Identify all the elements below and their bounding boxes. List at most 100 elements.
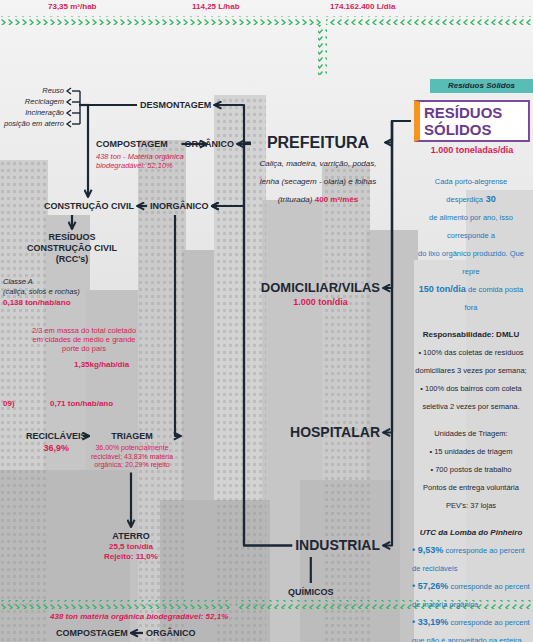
text-line: • 9,53%corresponde ao percent (412, 539, 530, 557)
text-line: Responsabilidade: DMLU (412, 323, 530, 341)
note-text: posição em aterro (4, 119, 64, 129)
node-note: 1.000 toneladas/dia (414, 145, 530, 156)
note-text: 0,71 ton/hab/ano (50, 399, 113, 409)
note-text: • 15 unidades de triagem (429, 447, 512, 456)
note-text: Unidades de Triagem: (434, 429, 507, 438)
flow-node: INORGÂNICO (150, 200, 209, 212)
note-text: 2/3 em massa do total coletado em cidade… (28, 326, 140, 353)
text-line: UTC da Lomba do Pinheiro (412, 521, 530, 539)
flow-arrow (137, 205, 147, 207)
node-title: RESÍDUOS CONSTRUÇÃO CIVIL (RCC's) (24, 232, 120, 265)
note-text: 73,35 m³/hab (48, 2, 96, 12)
text-line: do lixo orgânico produzido. Que repre (412, 242, 530, 278)
note-text: (caliça, solos e rochas) (3, 287, 80, 297)
flow-arrow (71, 215, 73, 229)
text-line: de alimento por ano, isso corresponde a (412, 206, 530, 242)
note-text: de comida posta fora (465, 285, 524, 312)
node-note: 25,5 ton/dia (91, 542, 171, 552)
info-panel: UTC da Lomba do Pinheiro• 9,53%correspon… (412, 521, 530, 642)
note-text: Pontos de entrega voluntária (423, 483, 519, 492)
flow-node: CONSTRUÇÃO CIVIL (44, 200, 134, 212)
node-title: INORGÂNICO (150, 200, 209, 212)
flow-node: QUÍMICOS (288, 586, 334, 598)
text-line: Pontos de entrega voluntária (412, 476, 530, 494)
flow-arrow (310, 557, 312, 583)
text-line: • 33,19%corresponde ao percent (412, 611, 530, 629)
flow-node: COMPOSTAGEM (56, 627, 128, 639)
node-title: QUÍMICOS (288, 586, 334, 598)
note-text: 30 (486, 194, 496, 204)
note-text: 150 ton/dia (419, 284, 466, 294)
note-text: Cada porto-alegrense desperdiça (435, 177, 508, 204)
flow-arrow (131, 632, 143, 634)
note-text: Responsabilidade: DMLU (423, 330, 519, 339)
note-text: • 57,26% (412, 581, 448, 591)
flow-arrow (383, 121, 411, 288)
node-note: Rejeito: 11,0% (91, 552, 171, 562)
flow-arrow (88, 105, 137, 197)
note-text: 174.162.400 L/dia (330, 2, 395, 12)
note-text: Incineração (25, 108, 64, 118)
flow-node: DESMONTAGEM (140, 99, 211, 111)
note-text: que não é aproveitado na esteira (rejeit… (412, 636, 530, 642)
flow-node: INDUSTRIAL (295, 537, 380, 554)
info-panel: Cada porto-alegrense desperdiça30 de alim… (412, 170, 530, 314)
node-title: DOMICILIAR/VILAS (261, 280, 380, 296)
node-title: HOSPITALAR (290, 424, 380, 441)
node-title: ATERRO (91, 530, 171, 542)
text-line: • 57,26%corresponde ao percent (412, 575, 530, 593)
note-text: corresponde ao percent (450, 582, 529, 591)
text-line: de matéria orgânica (412, 593, 530, 611)
flow-arrow (385, 121, 411, 143)
node-title: TRIAGEM (86, 430, 178, 442)
flow-node: RESÍDUOS SÓLIDOS 1.000 toneladas/dia (414, 100, 530, 156)
text-line: PEV's: 37 lojas (412, 494, 530, 512)
flow-node: RESÍDUOS CONSTRUÇÃO CIVIL (RCC's) (24, 232, 120, 265)
note-text: de recicláveis (412, 564, 457, 573)
note-text: de alimento por ano, isso corresponde a (429, 213, 513, 240)
flow-arrow (383, 121, 411, 433)
note-text: 1,35kg/hab/dia (74, 360, 129, 370)
note-text: • 9,53% (412, 545, 443, 555)
flow-arrow (130, 473, 132, 528)
text-line: Unidades de Triagem: (412, 422, 530, 440)
node-title: PREFEITURA (254, 133, 382, 152)
text-line: • 700 postos de trabalho (412, 458, 530, 476)
note-text: 0,138 ton/hab/ano (3, 298, 71, 308)
node-title: DESMONTAGEM (140, 99, 211, 111)
node-note: 1.000 ton/dia (261, 297, 380, 308)
node-title: CONSTRUÇÃO CIVIL (44, 200, 134, 212)
node-title: RESÍDUOS SÓLIDOS (414, 100, 530, 142)
note-text: PEV's: 37 lojas (446, 501, 496, 510)
note-text: 438 ton matéria orgânica biodegradável: … (50, 612, 228, 622)
flow-node: DOMICILIAR/VILAS1.000 ton/dia (261, 280, 380, 308)
text-line: de recicláveis (412, 557, 530, 575)
flow-node: TRIAGEM36,00% potencialmente reciclável;… (86, 430, 178, 470)
node-title: Resíduos Sólidos (433, 81, 530, 91)
flow-node: PREFEITURACaliça, madeira, varrição, pod… (254, 133, 382, 206)
flow-node: ATERRO25,5 ton/diaRejeito: 11,0% (91, 530, 171, 562)
text-line: 150 ton/diade comida posta fora (412, 278, 530, 314)
node-note: 438 ton - Matéria orgânica biodegradável… (96, 152, 204, 170)
flow-node: ORGÂNICO (146, 627, 196, 639)
note-text: 114,25 L/hab (192, 2, 240, 12)
flow-node: HOSPITALAR (290, 424, 380, 441)
note-text: UTC da Lomba do Pinheiro (420, 528, 523, 537)
node-title: RECICLÁVEIS (26, 430, 87, 442)
node-title: ORGÂNICO (146, 627, 196, 639)
note-text: • 100% dos bairros com coleta seletiva 2… (420, 384, 521, 411)
text-line: • 100% dos bairros com coleta seletiva 2… (412, 377, 530, 413)
note-text: • 700 postos de trabalho (430, 465, 511, 474)
note-text: • 100% das coletas de resíduos domicilia… (415, 348, 526, 375)
node-title: ORGÂNICO (185, 138, 235, 150)
note-text: 09) (3, 399, 15, 409)
flow-node: RECICLÁVEIS36,9% (26, 430, 87, 454)
info-panel: Responsabilidade: DMLU • 100% das coletas… (412, 323, 530, 413)
text-line: que não é aproveitado na esteira (rejeit… (412, 629, 530, 642)
flow-arrow (175, 215, 181, 436)
note-text: do lixo orgânico produzido. Que repre (418, 249, 524, 276)
info-panel: Unidades de Triagem: • 15 unidades de tri… (412, 422, 530, 512)
note-text: • 33,19% (412, 617, 448, 627)
text-line: Cada porto-alegrense desperdiça30 (412, 170, 530, 206)
